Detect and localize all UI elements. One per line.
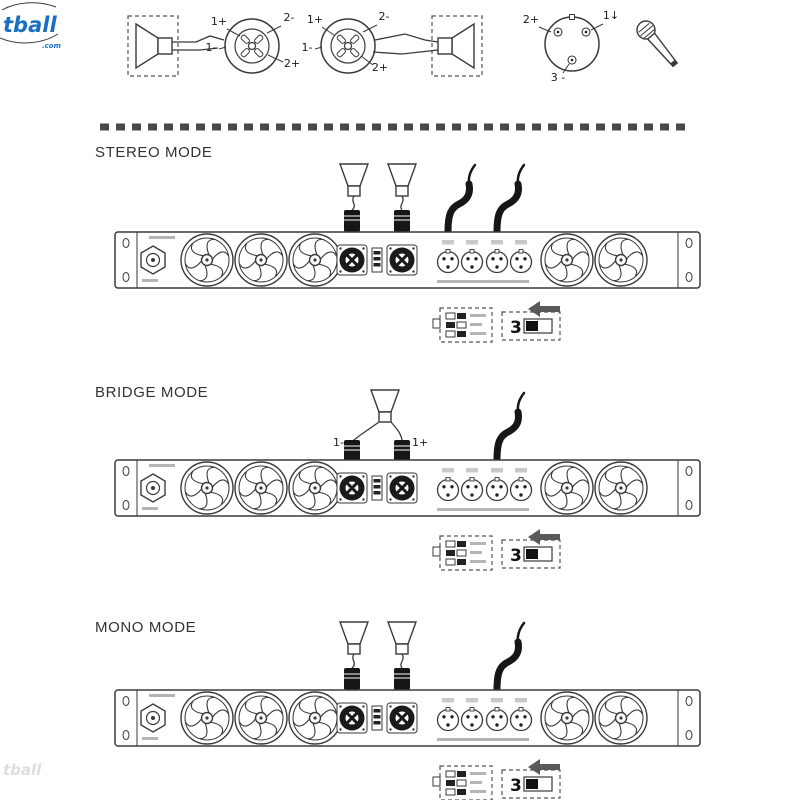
- pin-label: 1-: [302, 41, 313, 54]
- section-bridge: BRIDGE MODE 1- 1+ 3: [95, 384, 700, 571]
- mode-title: MONO MODE: [95, 619, 196, 636]
- speakon-plug: [343, 667, 361, 691]
- speakon-plug: [343, 209, 361, 233]
- amp-rear-panel: [115, 690, 700, 746]
- watermark-logo: tball .com: [0, 2, 61, 50]
- watermark-suffix: .com: [42, 42, 61, 50]
- pin-label: 2+: [284, 57, 300, 70]
- amp-rear-panel: [115, 460, 700, 516]
- speaker-icon: [370, 389, 400, 423]
- pin-label: 2-: [379, 10, 390, 23]
- watermark-text-bottom: tball: [3, 761, 42, 779]
- bridge-wire-label-left: 1-: [333, 436, 344, 449]
- watermark-logo-bottom: tball: [3, 761, 42, 779]
- section-mono: MONO MODE 3: [95, 619, 700, 800]
- pinout-row: 1+ 2- 1- 2+ 1+ 2- 1-: [127, 9, 679, 84]
- speaker-icon: [339, 621, 369, 655]
- mode-title: STEREO MODE: [95, 144, 212, 161]
- pin-label: 1+: [307, 13, 323, 26]
- switch-position-label: 3: [510, 546, 522, 566]
- pin-label: 2+: [372, 61, 388, 74]
- section-stereo: STEREO MODE 3: [95, 144, 700, 343]
- speakon-plug: [393, 439, 411, 463]
- switch-position-label: 3: [510, 776, 522, 796]
- pinout-speaker-right: [372, 15, 483, 77]
- settings-detail: [432, 758, 561, 800]
- bridge-wire-label-right: 1+: [412, 436, 428, 449]
- speakon-pinout-left: 1+ 2- 1- 2+: [206, 11, 300, 74]
- amp-rear-panel: [115, 232, 700, 288]
- watermark-text: tball: [3, 13, 57, 37]
- mode-title: BRIDGE MODE: [95, 384, 208, 401]
- speakon-pinout-right: 1+ 2- 1- 2+: [302, 10, 390, 74]
- pin-label: 1↓: [603, 9, 619, 22]
- speakon-plug: [343, 439, 361, 463]
- settings-detail: [432, 528, 561, 571]
- pin-label: 3 -: [551, 71, 565, 84]
- pinout-speaker-left: [127, 15, 225, 77]
- pin-label: 1-: [206, 41, 217, 54]
- pin-label: 1+: [211, 15, 227, 28]
- microphone-icon: [636, 20, 679, 68]
- speaker-icon: [387, 163, 417, 197]
- speaker-icon: [387, 621, 417, 655]
- settings-detail: [432, 300, 561, 343]
- pin-label: 2-: [284, 11, 295, 24]
- speaker-icon: [339, 163, 369, 197]
- speakon-plug: [393, 667, 411, 691]
- pin-label: 2+: [523, 13, 539, 26]
- speakon-plug: [393, 209, 411, 233]
- xlr-pinout: 2+ 1↓ 3 -: [523, 9, 679, 84]
- switch-position-label: 3: [510, 318, 522, 338]
